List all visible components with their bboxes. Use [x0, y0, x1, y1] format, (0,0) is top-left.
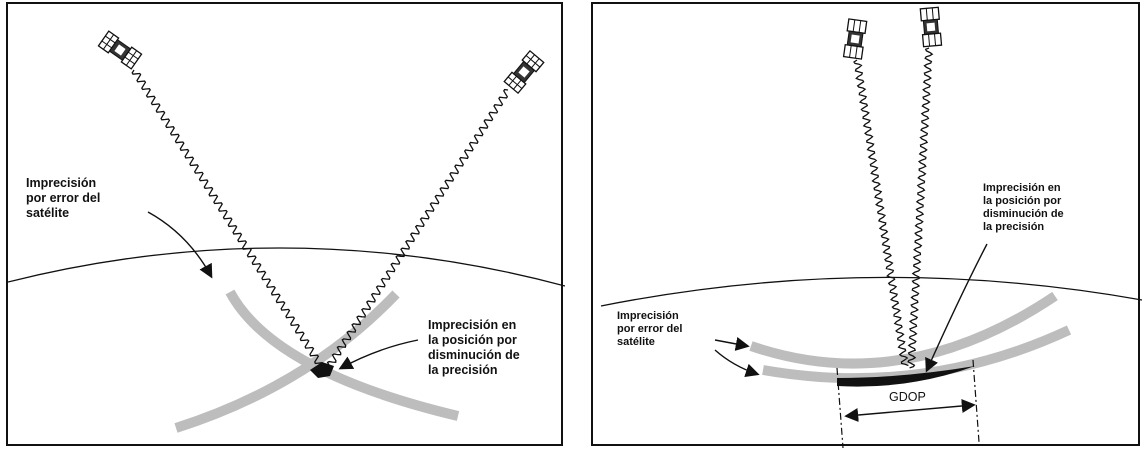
satellite-icon [503, 49, 545, 95]
arrow-to-gdop-region [925, 243, 988, 373]
uncertainty-band-2 [174, 290, 400, 433]
signal-wave-left-satellite [853, 59, 909, 367]
label-gdop: GDOP [889, 390, 926, 404]
right-diagram [600, 6, 1142, 448]
satellite-icon [97, 30, 143, 70]
arrow-to-blob [338, 339, 419, 370]
position-error-blob [310, 362, 334, 378]
arrow-to-band-upper [714, 337, 750, 351]
gdop-dimension-arrow [844, 399, 976, 422]
label-precision-loss: Imprecisión en la posición por disminuci… [983, 182, 1064, 233]
satellite-icon [919, 6, 943, 48]
gdop-boundary-right [972, 359, 980, 443]
gdop-region [837, 366, 975, 387]
gdop-boundary-left [836, 367, 844, 448]
label-satellite-error: Imprecisión por error del satélite [617, 310, 683, 348]
uncertainty-band-1 [749, 291, 1058, 369]
signal-wave-left-satellite [131, 69, 324, 370]
left-diagram-panel: Imprecisión por error del satélite Impre… [6, 2, 565, 446]
signal-wave-right-satellite [907, 47, 934, 369]
satellite-icon [842, 18, 868, 60]
right-diagram-panel: Imprecisión por error del satélite Impre… [591, 2, 1142, 448]
arrow-to-band [147, 211, 213, 279]
left-diagram [8, 30, 565, 433]
earth-horizon-arc [600, 276, 1142, 307]
signal-wave-right-satellite [326, 88, 509, 370]
earth-horizon-arc [8, 247, 565, 287]
label-precision-loss: Imprecisión en la posición por disminuci… [428, 318, 520, 377]
label-satellite-error: Imprecisión por error del satélite [26, 176, 101, 220]
arrow-to-band-lower [714, 349, 760, 378]
